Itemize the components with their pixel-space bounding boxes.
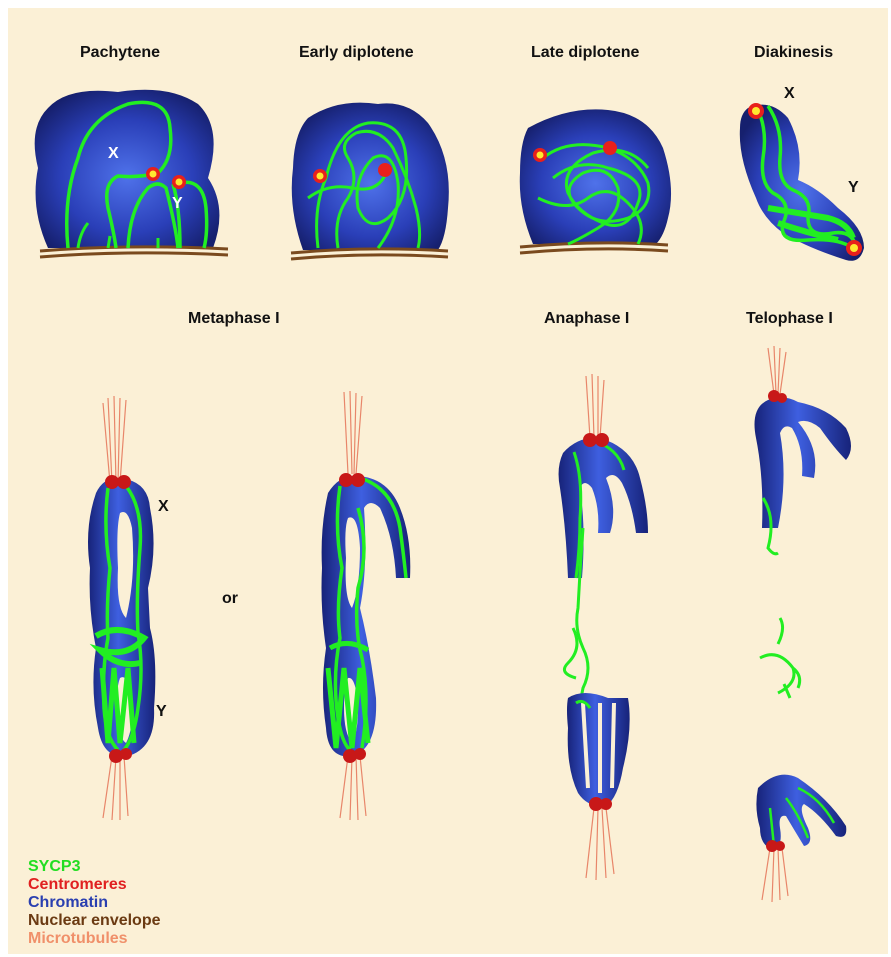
stage-label-early-diplotene: Early diplotene	[299, 44, 414, 62]
label-y-metaphase: Y	[156, 703, 167, 721]
legend-sycp3: SYCP3	[28, 858, 80, 876]
stage-label-pachytene: Pachytene	[80, 44, 160, 62]
stage-label-diakinesis: Diakinesis	[754, 44, 833, 62]
label-y-diakinesis: Y	[848, 179, 859, 197]
label-y-pachytene: Y	[172, 195, 183, 213]
figure-canvas: Pachytene Early diplotene Late diplotene…	[8, 8, 888, 954]
label-x-pachytene: X	[108, 145, 119, 163]
diakinesis-nucleus	[740, 103, 864, 261]
diagram-graphics	[8, 8, 888, 954]
metaphase-i-bivalent-right	[322, 391, 411, 820]
stage-label-telophase-i: Telophase I	[746, 310, 833, 328]
anaphase-i-chromosomes	[559, 374, 648, 880]
or-text: or	[222, 590, 238, 608]
legend-centromeres: Centromeres	[28, 876, 127, 894]
legend-chromatin: Chromatin	[28, 894, 108, 912]
label-x-diakinesis: X	[784, 85, 795, 103]
legend-microtubules: Microtubules	[28, 930, 128, 948]
telophase-i-chromosomes	[755, 346, 852, 902]
legend-nuclear-envelope: Nuclear envelope	[28, 912, 161, 930]
metaphase-i-bivalent-left	[88, 396, 155, 820]
late-diplotene-nucleus	[520, 109, 671, 253]
stage-label-late-diplotene: Late diplotene	[531, 44, 639, 62]
early-diplotene-nucleus	[291, 103, 449, 259]
stage-label-anaphase-i: Anaphase I	[544, 310, 629, 328]
pachytene-nucleus	[35, 90, 228, 257]
stage-label-metaphase-i: Metaphase I	[188, 310, 280, 328]
label-x-metaphase: X	[158, 498, 169, 516]
